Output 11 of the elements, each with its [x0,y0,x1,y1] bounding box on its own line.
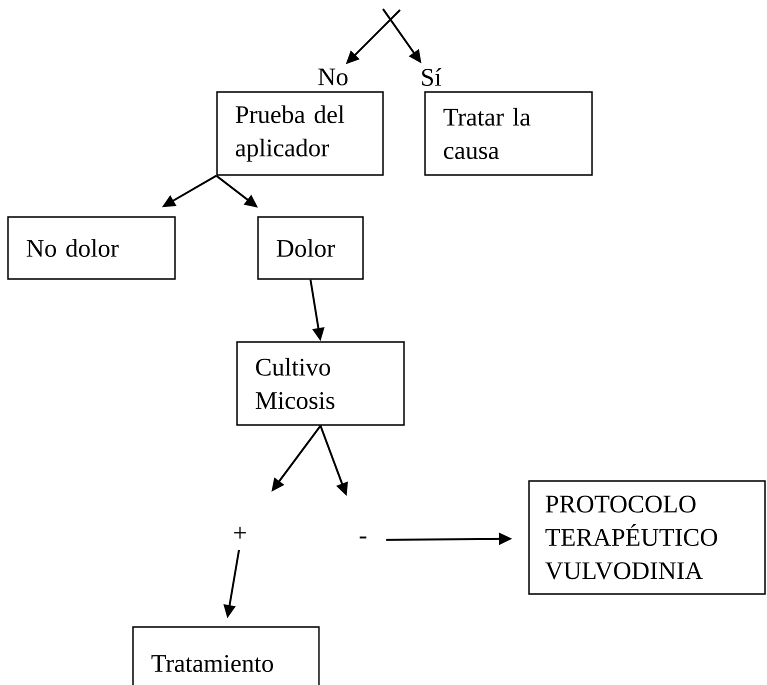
process-box: Tratamiento [132,626,320,685]
branch-label: Sí [422,68,442,86]
process-box: Cultivo Micosis [236,341,405,426]
process-box: Tratar la causa [424,91,593,176]
branch-label: + [234,526,246,539]
process-box: PROTOCOLO TERAPÉUTICO VULVODINIA [528,480,766,595]
process-box: Dolor [257,216,364,280]
branch-label: No [318,68,348,86]
process-box: No dolor [7,216,176,280]
process-box: Prueba del aplicador [216,91,384,176]
branch-label: - [360,536,366,538]
